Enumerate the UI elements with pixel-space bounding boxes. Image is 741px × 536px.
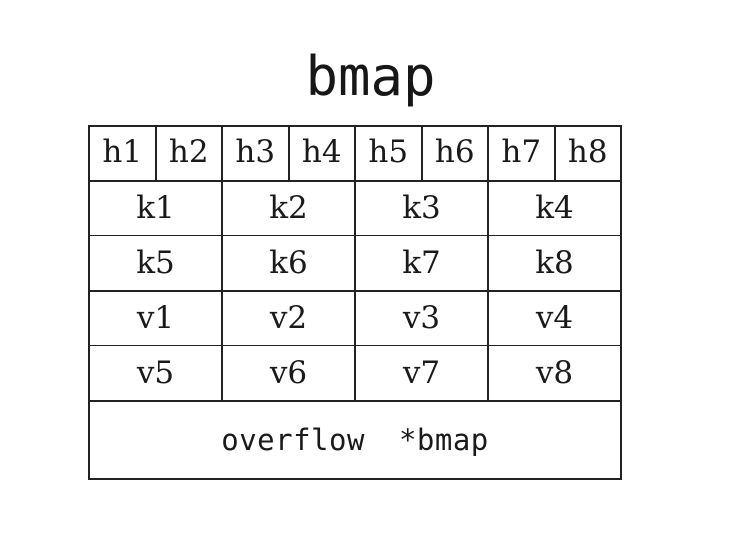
key-cell-k8: k8	[535, 244, 574, 281]
tophash-cell-h7: h7	[489, 127, 556, 180]
keys-row-2: k5 k6 k7 k8	[90, 236, 620, 290]
key-cell-k1: k1	[90, 182, 223, 235]
keys-row-1: k1 k2 k3 k4	[90, 182, 620, 236]
tophash-cell-h1: h1	[90, 127, 157, 180]
value-cell-v5: v5	[90, 346, 223, 400]
value-cell-v8: v8	[535, 354, 574, 391]
value-cell-v3: v3	[356, 292, 489, 345]
value-cell-v1: v1	[90, 292, 223, 345]
overflow-type: *bmap	[398, 422, 489, 457]
key-cell-k7: k7	[356, 236, 489, 290]
overflow-label: overflow	[221, 422, 365, 457]
values-block: v1 v2 v3 v4 v5 v6 v7 v8	[90, 292, 620, 402]
page-title: bmap	[305, 45, 436, 108]
value-cell-v2: v2	[223, 292, 356, 345]
key-cell-k5: k5	[90, 236, 223, 290]
key-cell-k4: k4	[535, 190, 574, 226]
value-cell-v7: v7	[356, 346, 489, 400]
value-cell-v4: v4	[535, 300, 574, 336]
values-row-1: v1 v2 v3 v4	[90, 292, 620, 346]
tophash-cell-h5: h5	[356, 127, 423, 180]
overflow-row: overflow *bmap	[90, 402, 620, 478]
key-cell-k2: k2	[223, 182, 356, 235]
bmap-struct-table: h1 h2 h3 h4 h5 h6 h7 h8 k1 k2 k3 k4 k5 k…	[88, 125, 622, 480]
tophash-cell-h3: h3	[223, 127, 290, 180]
keys-block: k1 k2 k3 k4 k5 k6 k7 k8	[90, 182, 620, 292]
key-cell-k6: k6	[223, 236, 356, 290]
tophash-cell-h4: h4	[290, 127, 356, 180]
tophash-cell-h8: h8	[567, 134, 608, 170]
value-cell-v6: v6	[223, 346, 356, 400]
tophash-cell-h2: h2	[157, 127, 223, 180]
key-cell-k3: k3	[356, 182, 489, 235]
tophash-row: h1 h2 h3 h4 h5 h6 h7 h8	[90, 127, 620, 182]
values-row-2: v5 v6 v7 v8	[90, 346, 620, 400]
tophash-cell-h6: h6	[423, 127, 489, 180]
